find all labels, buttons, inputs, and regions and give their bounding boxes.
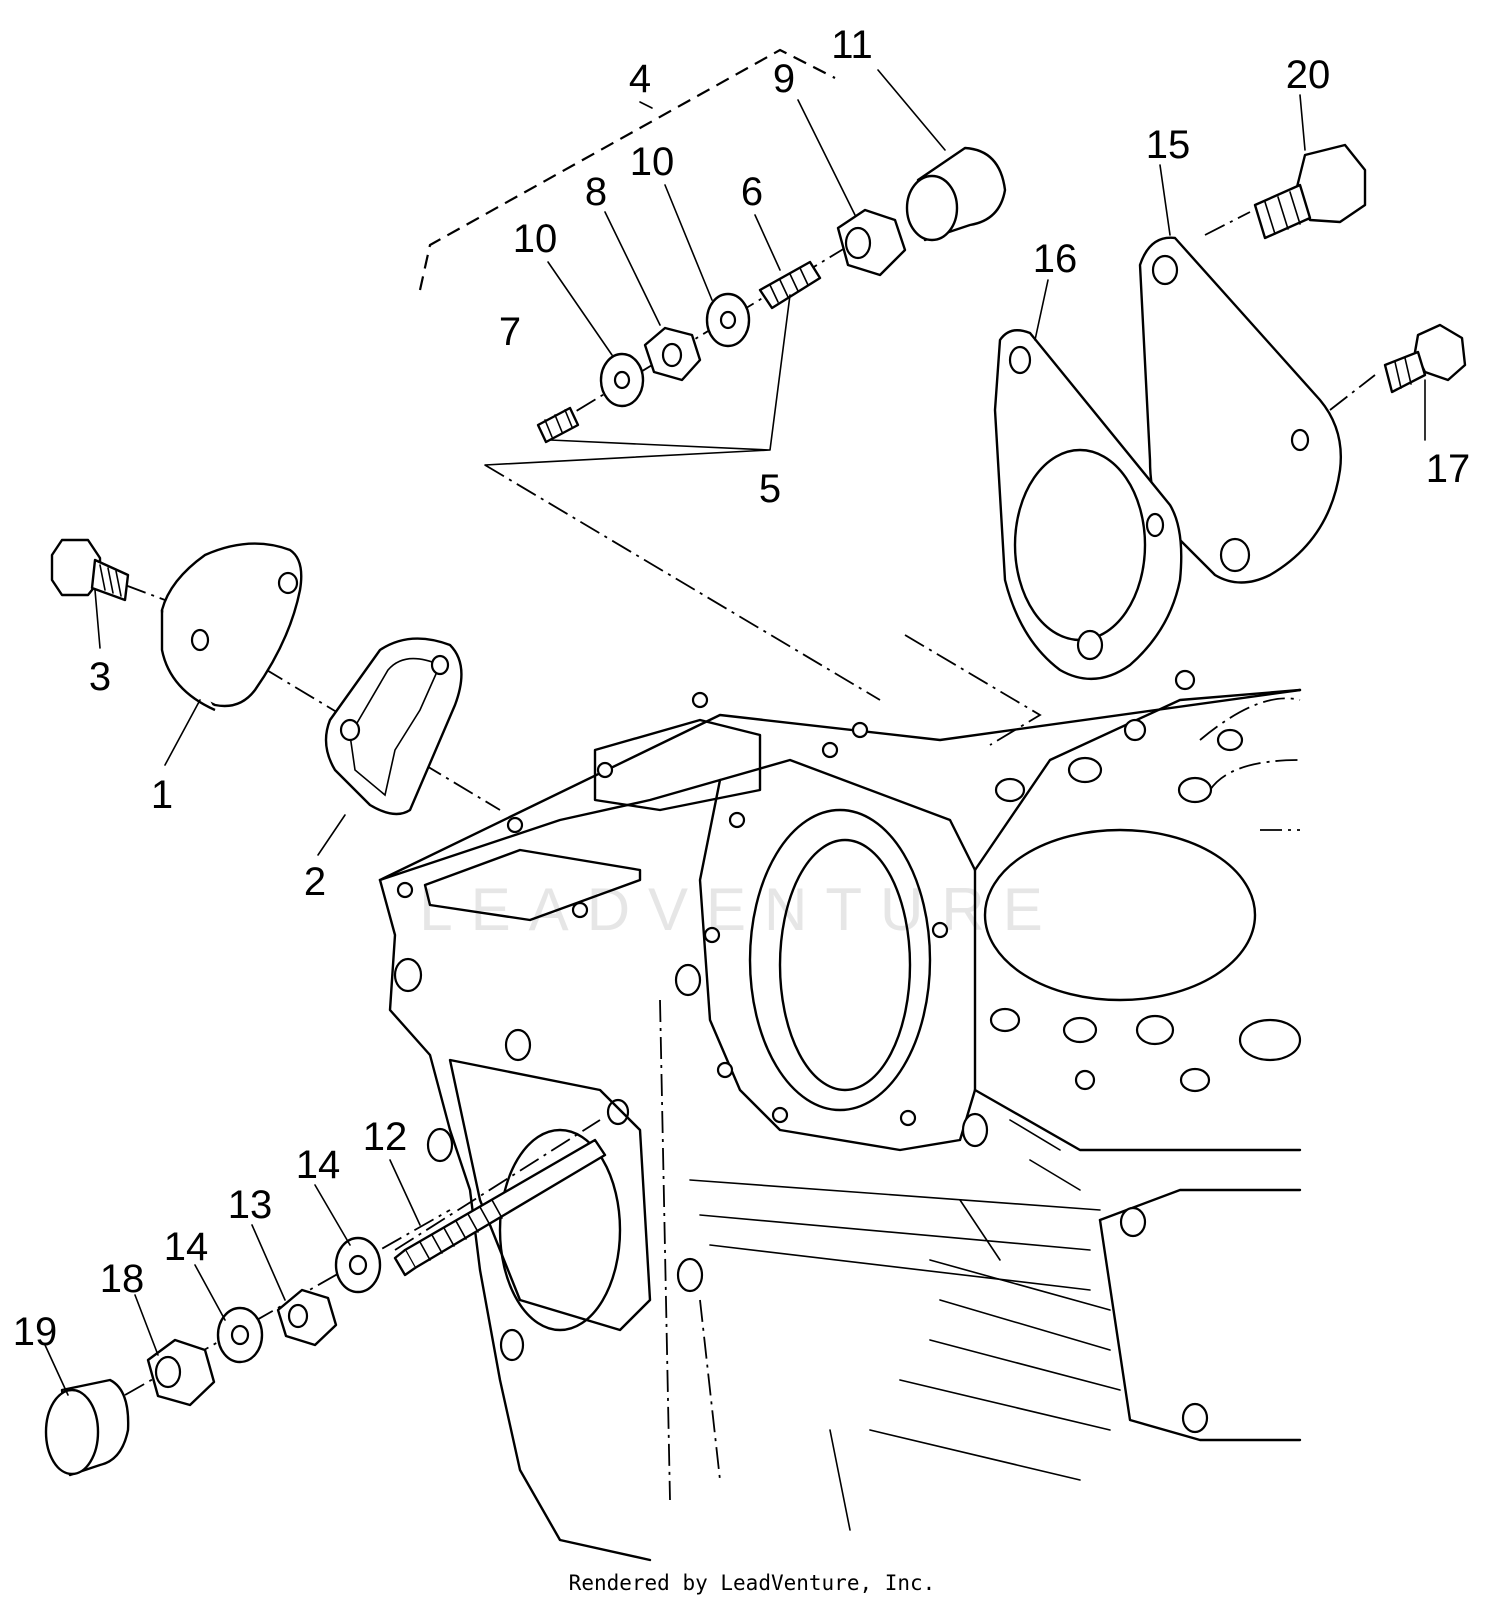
callout-14a: 14 (296, 1143, 341, 1187)
part-7-stud[interactable] (536, 406, 580, 444)
part-18-gasket[interactable] (993, 329, 1183, 681)
leader-lines (44, 69, 1426, 1396)
callout-19: 17 (1426, 447, 1471, 491)
part-20-bolt[interactable] (1253, 143, 1367, 240)
part-16-cap[interactable] (44, 1378, 130, 1477)
callout-8: 8 (585, 170, 607, 214)
engine-block (378, 669, 1302, 1562)
part-12-stud[interactable] (393, 1138, 607, 1277)
part-10-washer-b[interactable] (705, 292, 751, 348)
callout-3: 3 (89, 655, 111, 699)
part-2-gasket[interactable] (324, 637, 463, 816)
callout-6: 6 (741, 170, 763, 214)
callouts: 4 11 9 10 8 10 6 7 5 20 15 16 17 3 1 2 1… (13, 23, 1471, 1354)
callout-11: 11 (831, 23, 873, 67)
callout-1: 1 (151, 773, 173, 817)
callout-16: 19 (13, 1310, 58, 1354)
callout-18: 16 (1033, 237, 1078, 281)
part-11-cap[interactable] (905, 146, 1007, 242)
callout-10b: 10 (630, 140, 675, 184)
part-3-bolt[interactable] (50, 538, 130, 602)
callout-14b: 14 (164, 1225, 209, 1269)
callout-10a: 10 (513, 217, 558, 261)
callout-5: 5 (759, 467, 781, 511)
part-9-nut[interactable] (836, 208, 907, 277)
callout-20: 20 (1286, 53, 1331, 97)
part-6-stud[interactable] (758, 260, 822, 310)
callout-13: 13 (228, 1183, 273, 1227)
part-8-nut[interactable] (643, 326, 702, 382)
kit-bracket-4 (418, 48, 836, 291)
part-19-bolt[interactable] (1383, 323, 1467, 394)
callout-7: 7 (499, 310, 521, 354)
callout-4: 4 (629, 57, 651, 101)
leader-5 (484, 294, 791, 466)
callout-2: 2 (304, 860, 326, 904)
part-13-nut[interactable] (276, 1288, 338, 1347)
callout-15: 18 (100, 1257, 145, 1301)
callout-17: 15 (1146, 123, 1191, 167)
part-15-nut[interactable] (146, 1338, 216, 1407)
part-10-washer-a[interactable] (599, 352, 645, 408)
part-14-washer-b[interactable] (216, 1306, 264, 1364)
part-1-cover-plate[interactable] (160, 542, 303, 712)
watermark: LEADVENTURE (419, 876, 1060, 943)
callout-9: 9 (773, 57, 795, 101)
footer-credit: Rendered by LeadVenture, Inc. (569, 1571, 936, 1595)
part-14-washer-a[interactable] (334, 1236, 382, 1294)
callout-12: 12 (363, 1115, 408, 1159)
